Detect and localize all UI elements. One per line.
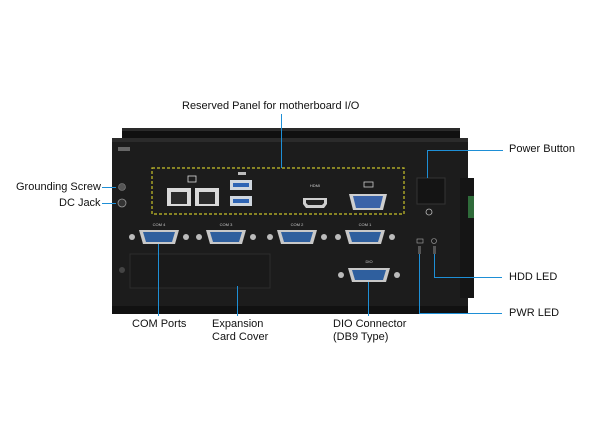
com-port-3 — [196, 230, 256, 244]
power-icon — [425, 208, 433, 216]
callout-line-power-h — [427, 150, 503, 151]
hdd-led — [433, 246, 436, 254]
reserved-panel-outline — [151, 167, 405, 215]
label-expansion-1: Expansion — [212, 318, 264, 330]
label-dc-jack: DC Jack — [59, 197, 101, 209]
lan-port-1 — [167, 188, 191, 206]
hdmi-label: HDMI — [310, 183, 320, 188]
brand-logo — [118, 147, 130, 151]
grounding-screw — [118, 183, 126, 191]
callout-line-hdd-h — [434, 277, 502, 278]
lan-icon — [187, 175, 197, 183]
power-button — [416, 177, 446, 205]
label-power-button: Power Button — [509, 143, 576, 155]
label-grounding-screw: Grounding Screw — [16, 181, 101, 193]
com4-label: COM 4 — [153, 222, 166, 227]
callout-line-dio — [368, 282, 369, 316]
vga-port — [349, 194, 387, 210]
dio-label: DIO — [365, 259, 372, 264]
com-port-1 — [335, 230, 395, 244]
callout-line-pwr-h — [419, 313, 502, 314]
dc-jack — [117, 198, 127, 208]
label-expansion-2: Card Cover — [212, 331, 269, 343]
com-port-2 — [267, 230, 327, 244]
callout-line-dcjack — [102, 203, 116, 204]
com2-label: COM 2 — [291, 222, 304, 227]
callout-line-reserved — [281, 114, 282, 168]
expansion-card-cover — [129, 253, 271, 289]
usb-icon — [238, 172, 246, 175]
dio-connector — [338, 268, 400, 282]
label-dio-1: DIO Connector — [333, 318, 407, 330]
com1-label: COM 1 — [359, 222, 372, 227]
callout-line-grounding — [102, 187, 116, 188]
callout-line-pwr-v — [419, 254, 420, 314]
callout-line-expansion — [237, 286, 238, 316]
com-port-4 — [129, 230, 189, 244]
com3-label: COM 3 — [220, 222, 233, 227]
label-dio-2: (DB9 Type) — [333, 331, 389, 343]
usb-port-1 — [230, 180, 252, 190]
usb-port-2 — [230, 196, 252, 206]
label-pwr-led: PWR LED — [509, 307, 560, 319]
led-icon — [431, 238, 437, 244]
hdd-icon — [416, 238, 424, 244]
label-reserved-panel: Reserved Panel for motherboard I/O — [182, 100, 360, 112]
callout-line-com — [158, 244, 159, 316]
callout-line-hdd-v — [434, 254, 435, 278]
pwr-led — [418, 246, 421, 254]
lan-port-2 — [195, 188, 219, 206]
label-com-ports: COM Ports — [132, 318, 187, 330]
vga-icon — [363, 181, 374, 188]
hdmi-port — [303, 198, 327, 208]
label-hdd-led: HDD LED — [509, 271, 558, 283]
callout-line-power-v — [427, 150, 428, 178]
